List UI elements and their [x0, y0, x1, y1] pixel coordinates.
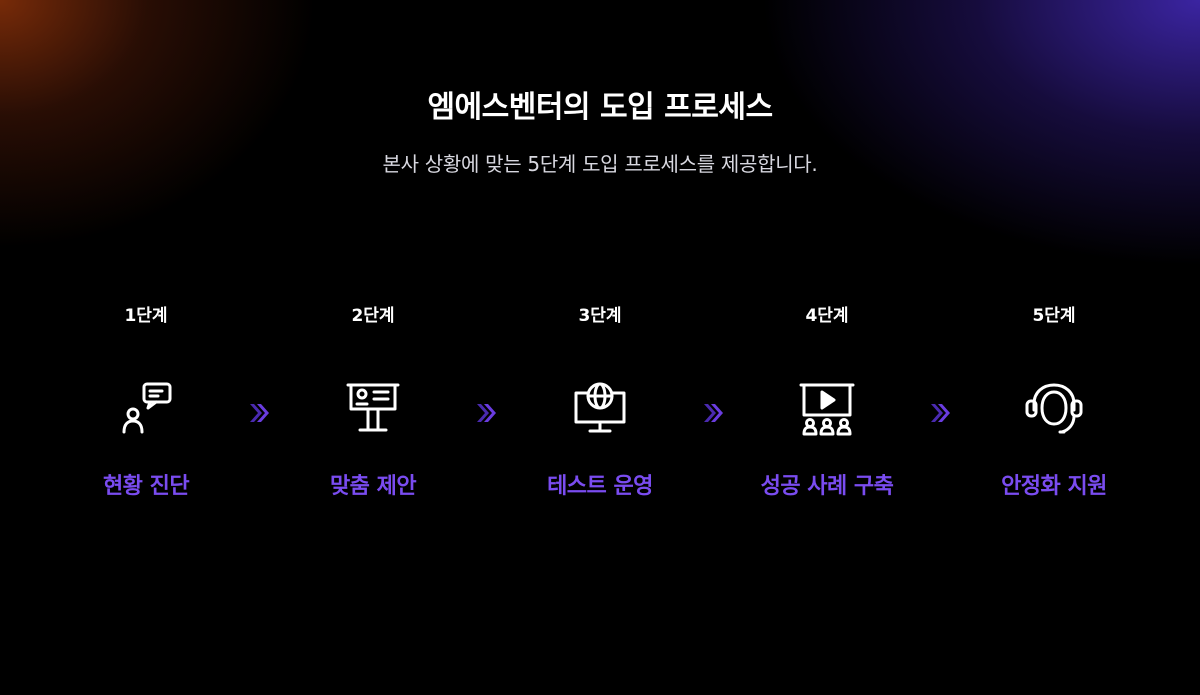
chevron-double-right-icon	[931, 404, 950, 422]
chevron-double-right-icon	[704, 404, 723, 422]
step-label: 5단계	[1032, 306, 1076, 326]
step-name: 현황 진단	[102, 474, 190, 499]
step-4: 4단계 성공 사례 구축	[727, 300, 927, 502]
step-label: 1단계	[124, 306, 168, 326]
process-steps: 1단계 현황 진단 2단계 맞춤 제안 3단계	[0, 300, 1200, 540]
step-5: 5단계 안정화 지원	[954, 300, 1154, 502]
step-label: 2단계	[351, 306, 395, 326]
step-name: 테스트 운영	[547, 474, 653, 499]
step-1: 1단계 현황 진단	[46, 300, 246, 502]
globe-monitor-icon	[574, 382, 626, 433]
step-name: 맞춤 제안	[329, 474, 417, 499]
page-title: 엠에스벤터의 도입 프로세스	[427, 90, 773, 125]
headset-icon	[1025, 383, 1083, 434]
step-2: 2단계 맞춤 제안	[273, 300, 473, 502]
step-label: 3단계	[578, 306, 622, 326]
chevron-double-right-icon	[477, 404, 496, 422]
step-name: 성공 사례 구축	[760, 474, 894, 499]
video-audience-icon	[799, 383, 855, 436]
consultation-icon	[122, 382, 172, 434]
step-label: 4단계	[805, 306, 849, 326]
chevron-double-right-icon	[250, 404, 269, 422]
step-name: 안정화 지원	[1001, 474, 1107, 499]
presentation-board-icon	[346, 383, 400, 432]
step-3: 3단계 테스트 운영	[500, 300, 700, 502]
page-subtitle: 본사 상황에 맞는 5단계 도입 프로세스를 제공합니다.	[382, 152, 818, 176]
section-header: 엠에스벤터의 도입 프로세스 본사 상황에 맞는 5단계 도입 프로세스를 제공…	[0, 86, 1200, 178]
